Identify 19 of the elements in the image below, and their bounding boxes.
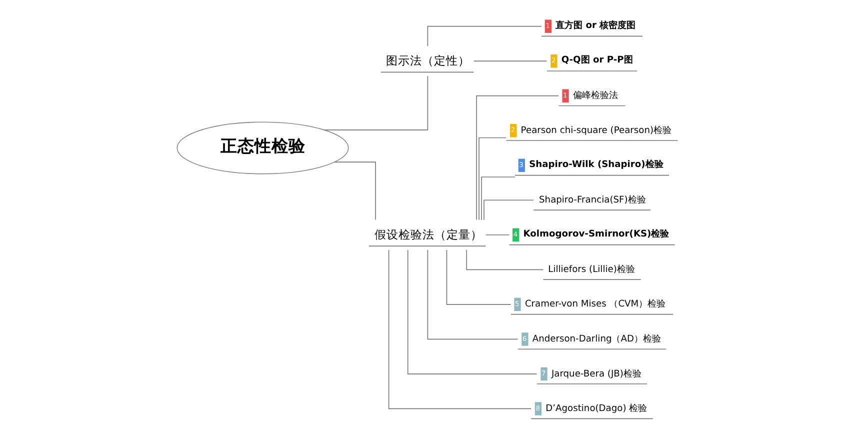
connector xyxy=(466,249,544,270)
node-text: 图示法（定性） xyxy=(386,54,470,68)
connector xyxy=(427,249,518,340)
connector xyxy=(324,76,428,130)
connector xyxy=(334,162,376,220)
connector xyxy=(446,250,512,305)
node-text: Lilliefors (Lillie)检验 xyxy=(548,264,635,275)
connector xyxy=(427,26,542,47)
connector xyxy=(484,200,534,220)
connector xyxy=(407,250,538,374)
connector xyxy=(476,95,560,220)
connector xyxy=(478,137,506,220)
connector xyxy=(388,250,532,410)
connector xyxy=(481,176,516,220)
node-ellipse: 正态性检验 xyxy=(176,122,349,174)
node-text: Shapiro-Francia(SF)检验 xyxy=(539,195,646,206)
node-text: 假设检验法（定量） xyxy=(374,227,482,242)
connector xyxy=(485,234,510,236)
connector xyxy=(473,60,548,62)
